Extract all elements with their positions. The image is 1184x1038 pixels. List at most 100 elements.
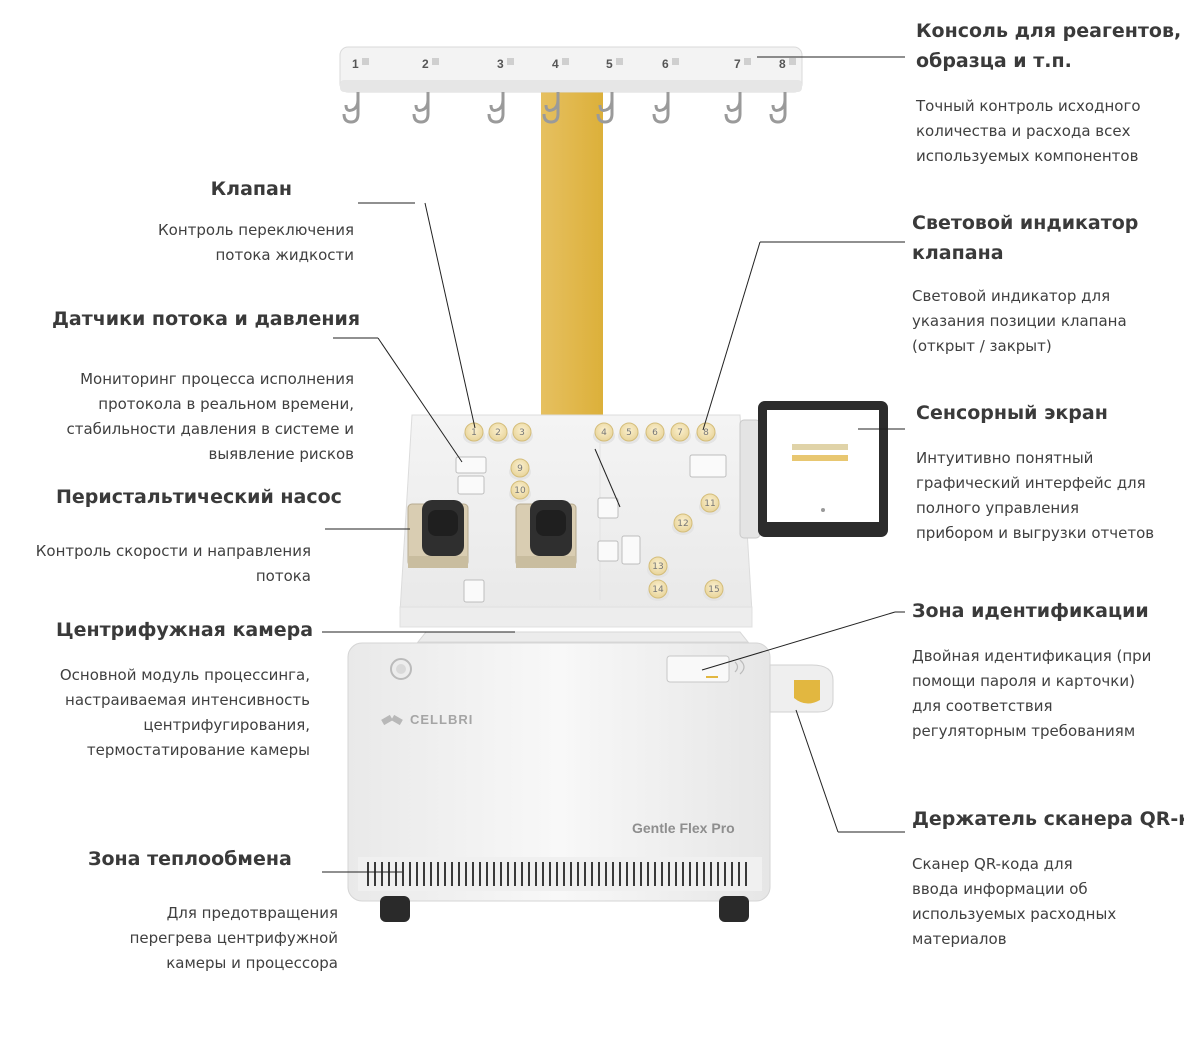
qr-title: Держатель сканера QR-кода xyxy=(912,808,1184,830)
heat-desc-1: Для предотвращения xyxy=(166,904,338,922)
indicator-title-1: Световой индикатор xyxy=(912,212,1139,234)
rail-tag xyxy=(789,58,796,65)
ident-annotation: Зона идентификации Двойная идентификация… xyxy=(912,596,1151,744)
rail-number: 2 xyxy=(422,57,429,71)
heat-desc-3: камеры и процессора xyxy=(166,954,338,972)
qr-desc-4: материалов xyxy=(912,930,1007,948)
indicator-desc-2: указания позиции клапана xyxy=(912,312,1127,330)
qr-annotation: Держатель сканера QR-кода Сканер QR-кода… xyxy=(912,804,1184,952)
hook-icon xyxy=(412,92,430,124)
rail-number: 5 xyxy=(606,57,613,71)
valve-2: 2 xyxy=(487,422,509,444)
flow-pressure-sensors xyxy=(455,454,727,603)
peristaltic-pump-2 xyxy=(515,500,577,568)
centrifuge-annotation: Основной модуль процессинга, настраиваем… xyxy=(60,663,310,763)
pump-annotation: Контроль скорости и направления потока xyxy=(36,539,311,589)
sensors-annotation: Мониторинг процесса исполнения протокола… xyxy=(66,367,354,467)
centrifuge-desc-1: Основной модуль процессинга, xyxy=(59,666,310,684)
heat-desc-2: перегрева центрифужной xyxy=(129,929,338,947)
screen-desc-1: Интуитивно понятный xyxy=(916,449,1094,467)
valve-5: 5 xyxy=(618,422,640,444)
valve-12: 12 xyxy=(672,513,694,535)
screen-desc-3: полного управления xyxy=(916,499,1080,517)
svg-text:9: 9 xyxy=(517,464,523,474)
qr-desc-1: Сканер QR-кода для xyxy=(912,855,1073,873)
valve-desc-1: Контроль переключения xyxy=(158,221,354,239)
rail-tag xyxy=(507,58,514,65)
rail-tag xyxy=(432,58,439,65)
rail-number: 4 xyxy=(552,57,559,71)
screen-annotation: Сенсорный экран Интуитивно понятный граф… xyxy=(916,398,1154,546)
hook-icon xyxy=(596,92,614,124)
svg-text:3: 3 xyxy=(519,428,525,438)
sensors-desc-3: стабильности давления в системе и xyxy=(66,420,354,438)
hook-icon xyxy=(769,92,787,124)
indicator-desc-1: Световой индикатор для xyxy=(912,287,1111,305)
heat-annotation: Для предотвращения перегрева центрифужно… xyxy=(130,901,338,976)
peristaltic-pump-1 xyxy=(407,500,469,568)
centrifuge-desc-4: термостатирование камеры xyxy=(86,741,310,759)
centrifuge-desc-3: центрифугирования, xyxy=(143,716,310,734)
rail-number: 8 xyxy=(779,57,786,71)
support-pole xyxy=(541,92,603,417)
console-annotation: Консоль для реагентов, образца и т.п. То… xyxy=(916,16,1181,169)
rail-tag xyxy=(672,58,679,65)
valve-8: 8 xyxy=(695,422,717,444)
ident-desc-2: помощи пароля и карточки) xyxy=(912,672,1135,690)
centrifuge-desc-2: настраиваемая интенсивность xyxy=(65,691,310,709)
sensors-desc-2: протокола в реальном времени, xyxy=(98,395,354,413)
valve-6: 6 xyxy=(644,422,666,444)
touch-screen xyxy=(739,401,888,539)
hook-icon xyxy=(724,92,742,124)
console-desc-3: используемых компонентов xyxy=(916,147,1139,165)
indicator-annotation: Световой индикатор клапана Световой инди… xyxy=(912,208,1138,359)
svg-text:2: 2 xyxy=(495,428,501,438)
indicator-desc-3: (открыт / закрыт) xyxy=(912,337,1052,355)
hook-icon xyxy=(342,92,360,124)
valve-10: 10 xyxy=(509,480,531,502)
rail-number: 1 xyxy=(352,57,359,71)
valve-14: 14 xyxy=(647,579,669,601)
sensors-title: Датчики потока и давления xyxy=(52,308,361,330)
console-title-1: Консоль для реагентов, xyxy=(916,20,1182,42)
pump-title: Перистальтический насос xyxy=(56,486,342,508)
rail-tag xyxy=(362,58,369,65)
svg-text:1: 1 xyxy=(471,428,477,438)
console-desc-1: Точный контроль исходного xyxy=(916,97,1141,115)
valve-3: 3 xyxy=(511,422,533,444)
model-label: Gentle Flex Pro xyxy=(632,820,735,836)
svg-text:7: 7 xyxy=(677,428,683,438)
indicator-title-2: клапана xyxy=(912,242,1004,264)
valve-desc-2: потока жидкости xyxy=(215,246,354,264)
centrifuge-annotation-title: Центрифужная камера xyxy=(56,615,313,645)
valve-13: 13 xyxy=(647,556,669,578)
ident-desc-1: Двойная идентификация (при xyxy=(912,647,1152,665)
rail-tag xyxy=(562,58,569,65)
brand-logo: CELLBRI xyxy=(410,712,473,727)
svg-text:5: 5 xyxy=(626,428,632,438)
heat-title: Зона теплообмена xyxy=(88,848,292,870)
sensors-desc-4: выявление рисков xyxy=(208,445,354,463)
qr-desc-2: ввода информации об xyxy=(912,880,1088,898)
valve-11: 11 xyxy=(699,493,721,515)
valve-title: Клапан xyxy=(210,178,292,200)
pump-annotation-title: Перистальтический насос xyxy=(56,482,342,512)
pump-desc-1: Контроль скорости и направления xyxy=(35,542,311,560)
rail-number: 6 xyxy=(662,57,669,71)
valve-annotation: Клапан Контроль переключения потока жидк… xyxy=(158,174,354,268)
qr-desc-3: используемых расходных xyxy=(912,905,1117,923)
centrifuge-body: CELLBRI Gentle Flex Pro xyxy=(347,631,771,922)
rail-tag xyxy=(744,58,751,65)
ident-title: Зона идентификации xyxy=(912,600,1149,622)
hook-icon xyxy=(652,92,670,124)
qr-scanner-holder xyxy=(769,664,834,713)
valve-9: 9 xyxy=(509,458,531,480)
valve-7: 7 xyxy=(669,422,691,444)
svg-text:8: 8 xyxy=(703,428,709,438)
sensors-annotation-title: Датчики потока и давления xyxy=(52,304,360,334)
hook-icon xyxy=(542,92,560,124)
leader-lines xyxy=(322,56,905,873)
screen-title: Сенсорный экран xyxy=(916,402,1108,424)
svg-text:12: 12 xyxy=(677,519,688,529)
